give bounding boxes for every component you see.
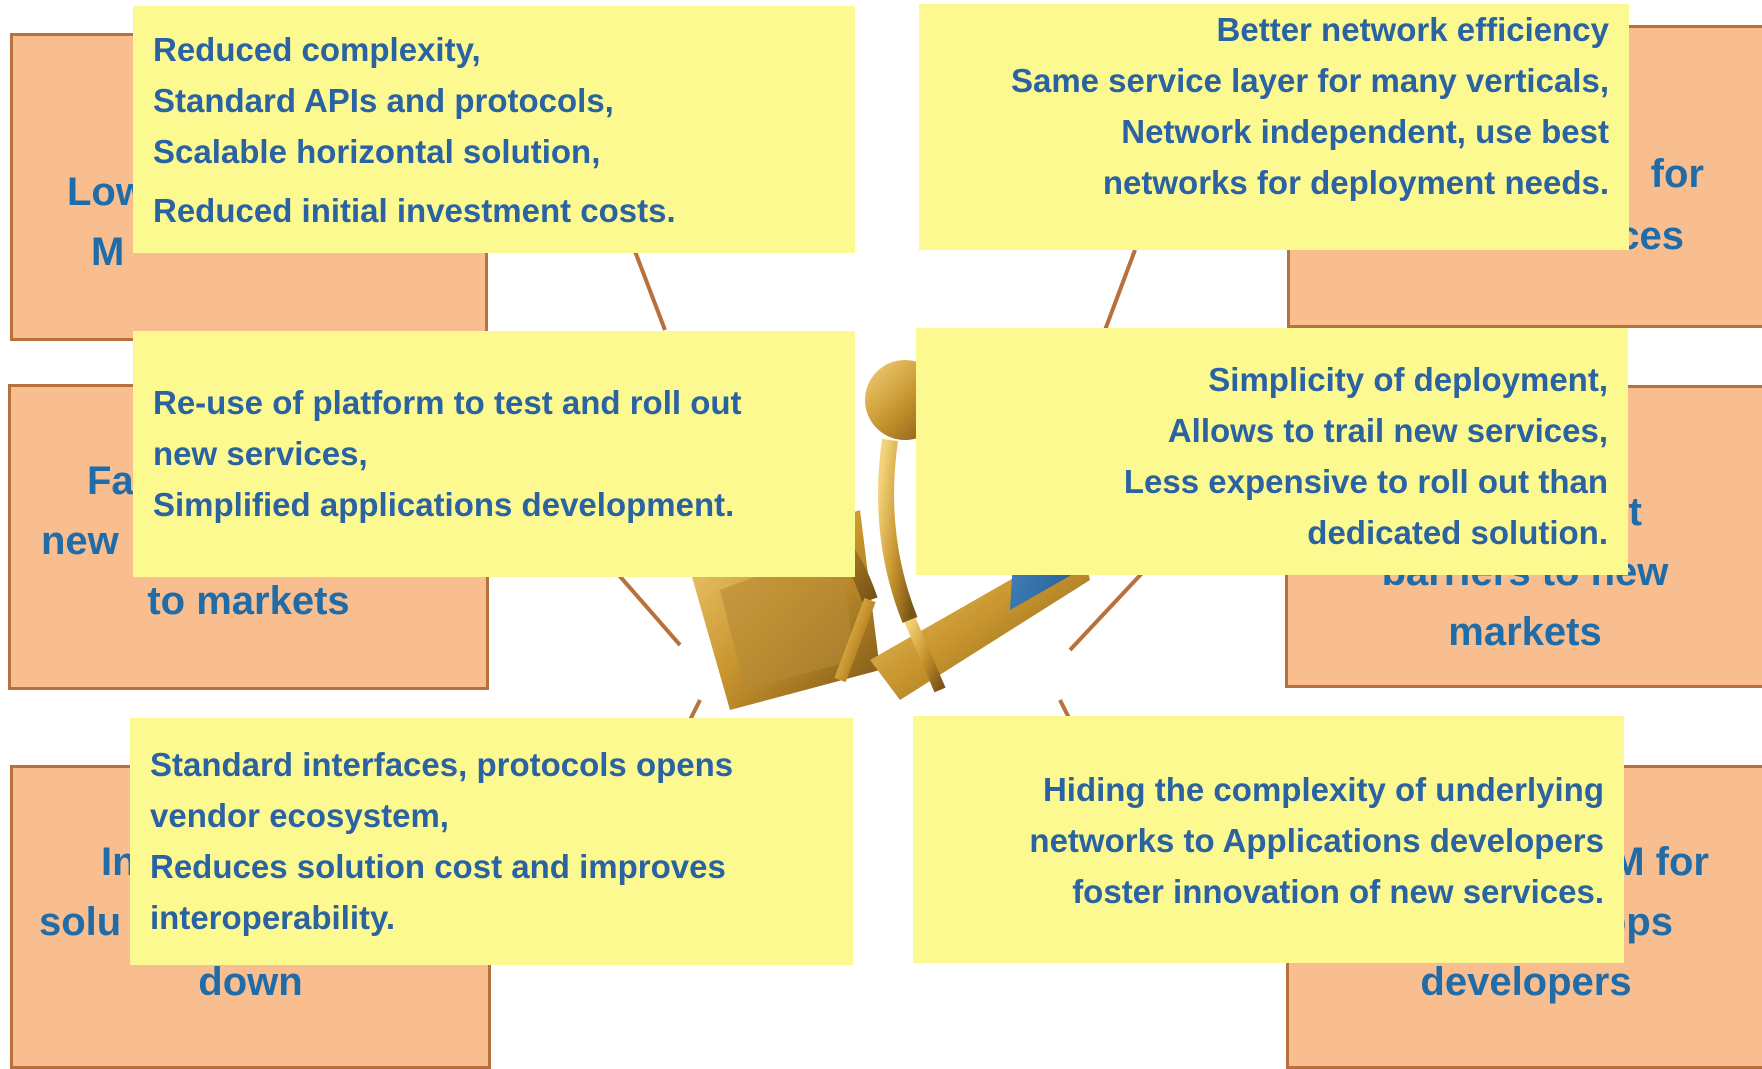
connector-mid-right [1068,568,1147,652]
callout-bottom-left-line-1: Standard interfaces, protocols opens [150,746,734,783]
connector-bottom-left [688,699,702,721]
callout-top-right-line-4: networks for deployment needs. [1102,164,1609,201]
box-bottom-right-line-1: M for [1611,840,1709,884]
box-mid-left-line-2: new [41,519,119,563]
callout-top-left-line-2: Standard APIs and protocols, [153,82,614,119]
callout-mid-right-line-2: Allows to trail new services, [1167,412,1608,449]
callout-top-right-line-1: Better network efficiency [1216,11,1609,48]
callout-top-left: Reduced complexity, Standard APIs and pr… [133,6,855,253]
box-mid-right-line-1: t [1628,490,1642,534]
callout-mid-right-line-3: Less expensive to roll out than [1123,463,1608,500]
callout-top-right-line-2: Same service layer for many verticals, [1010,62,1609,99]
callout-mid-right-line-4: dedicated solution. [1307,514,1608,551]
callout-bottom-left-line-4: interoperability. [150,899,396,936]
callout-mid-right: Simplicity of deployment, Allows to trai… [916,328,1628,575]
callout-top-left-line-1: Reduced complexity, [153,31,481,68]
callout-bottom-left-line-2: vendor ecosystem, [150,797,449,834]
box-top-left-line-2: M [91,230,125,274]
callout-bottom-right: Hiding the complexity of underlying netw… [913,716,1624,963]
callout-bottom-left-line-3: Reduces solution cost and improves [150,848,726,885]
connector-top-right [1103,249,1137,331]
callout-bottom-right-line-1: Hiding the complexity of underlying [1042,771,1604,808]
callout-bottom-left: Standard interfaces, protocols opens ven… [130,718,853,965]
callout-top-left-line-4: Reduced initial investment costs. [153,192,676,229]
connector-mid-left [608,563,682,647]
callout-mid-left-line-3: Simplified applications development. [153,486,735,523]
callout-top-left-line-3: Scalable horizontal solution, [153,133,601,170]
box-mid-left-line-3: to markets [147,579,350,623]
callout-top-right: Better network efficiency Same service l… [919,4,1629,250]
callout-mid-right-line-1: Simplicity of deployment, [1208,361,1608,398]
callout-bottom-right-line-3: foster innovation of new services. [1072,873,1604,910]
box-top-right-line-1: for [1650,152,1704,196]
box-mid-left-line-1: Fa [87,459,134,503]
callout-top-right-line-3: Network independent, use best [1121,113,1609,150]
callout-mid-left-line-2: new services, [153,435,368,472]
box-bottom-left-line-2: solu [39,900,122,944]
callout-bottom-right-line-2: networks to Applications developers [1029,822,1604,859]
callout-mid-left-line-1: Re-use of platform to test and roll out [153,384,742,421]
box-mid-right-line-3: markets [1448,610,1602,654]
box-bottom-left-line-3: down [198,960,303,1004]
callout-mid-left: Re-use of platform to test and roll out … [133,331,855,577]
box-bottom-right-line-3: developers [1420,960,1632,1004]
